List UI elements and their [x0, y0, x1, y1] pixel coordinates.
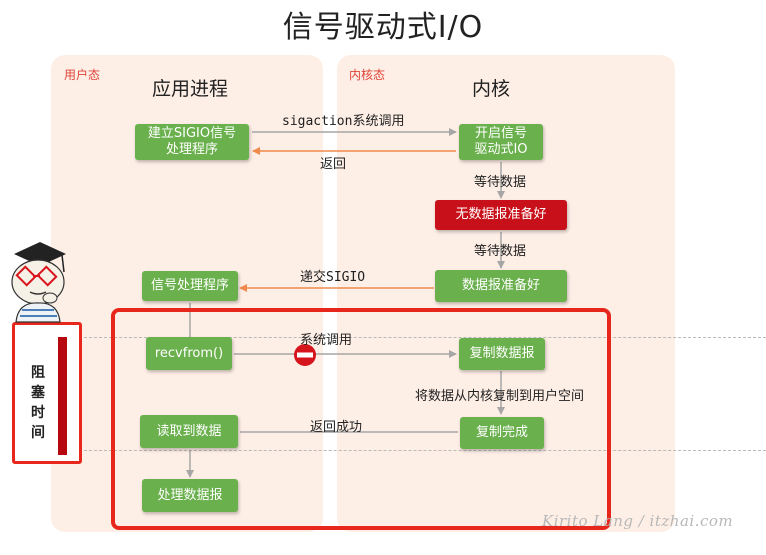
return-success-label: 返回成功: [310, 420, 363, 435]
blocked-symbol-icon: [294, 344, 316, 366]
wait-label-1: 等待数据: [474, 175, 527, 190]
copy-datagram-box: 复制数据报: [459, 338, 545, 370]
copy-to-user-label: 将数据从内核复制到用户空间: [415, 389, 585, 404]
return-label: 返回: [320, 157, 347, 172]
read-data-box: 读取到数据: [140, 415, 238, 448]
diagram-title: 信号驱动式I/O: [282, 10, 484, 45]
datagram-ready-box: 数据报准备好: [435, 270, 567, 302]
kernel-space-tag: 内核态: [349, 68, 386, 82]
user-space-tag: 用户态: [64, 68, 101, 82]
blocking-time-bar: [58, 337, 67, 455]
blocking-time-label: 阻塞时间: [31, 365, 45, 441]
enable-signal-io-box: 开启信号 驱动式IO: [459, 124, 543, 160]
deliver-sigio-label: 递交SIGIO: [300, 270, 366, 285]
kernel-heading: 内核: [471, 78, 510, 100]
copy-done-box: 复制完成: [460, 417, 544, 449]
syscall-label: 系统调用: [300, 333, 353, 348]
sigaction-label: sigaction系统调用: [282, 114, 405, 129]
setup-sigio-handler-box: 建立SIGIO信号 处理程序: [135, 124, 249, 160]
user-process-heading: 应用进程: [151, 78, 228, 100]
no-datagram-ready-box: 无数据报准备好: [435, 200, 567, 230]
blocking-highlight-frame: [111, 308, 611, 530]
watermark-text: Kirito Lang / itzhai.com: [542, 512, 734, 530]
wait-label-2: 等待数据: [474, 244, 527, 259]
blocking-time-indicator: 阻塞时间: [12, 322, 82, 464]
process-datagram-box: 处理数据报: [142, 479, 238, 512]
blocking-start-divider: [84, 337, 766, 338]
recvfrom-box: recvfrom(): [146, 337, 232, 370]
blocking-end-divider: [84, 450, 766, 451]
signal-handler-box: 信号处理程序: [142, 271, 238, 301]
